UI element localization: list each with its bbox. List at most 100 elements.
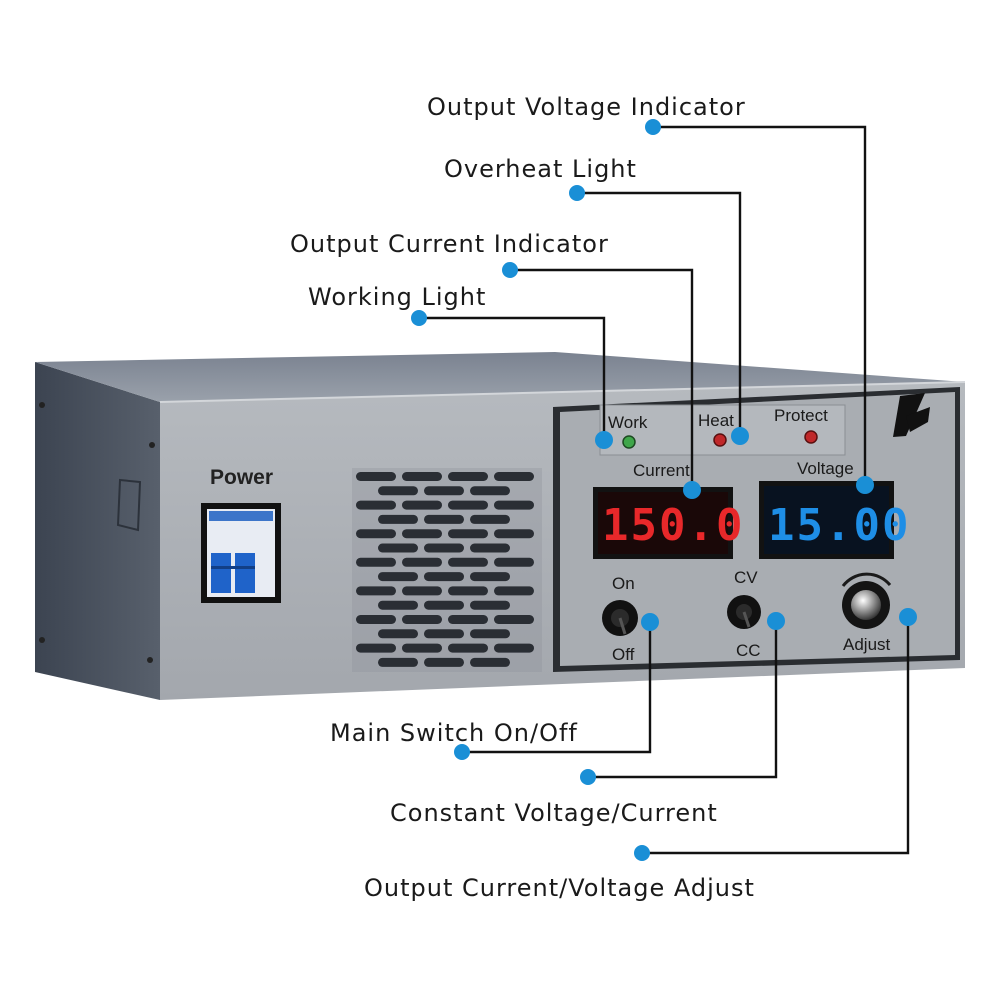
- rotary-knob-icon[interactable]: [841, 572, 892, 629]
- mode-switch-icon[interactable]: [727, 595, 761, 629]
- callout-dot: [580, 769, 596, 785]
- callout-constant-voltage-current: Constant Voltage/Current: [390, 799, 718, 827]
- control-panel: Work Heat Protect Current Voltage 150.0 …: [553, 387, 960, 672]
- vent-slot: [356, 472, 396, 481]
- chassis-side: [35, 362, 160, 700]
- mode-cv-label: CV: [734, 568, 758, 587]
- chassis-top: [35, 352, 965, 402]
- vent-slot: [378, 543, 418, 553]
- vent-slot: [402, 500, 442, 510]
- current-label: Current: [633, 461, 690, 480]
- vent-slot: [402, 529, 442, 539]
- protect-led: [804, 430, 818, 444]
- vent-slot: [448, 615, 488, 624]
- leader-cv-cc: [588, 621, 778, 779]
- vent-slot: [470, 629, 510, 639]
- vent-slot: [378, 657, 418, 667]
- callout-dot: [454, 744, 470, 760]
- callout-dot: [645, 119, 661, 135]
- callout-dot: [634, 845, 650, 861]
- callout-dot: [641, 613, 659, 631]
- vent-slot: [494, 472, 534, 481]
- vent-slot: [494, 557, 534, 567]
- vent-slot: [470, 572, 510, 582]
- work-led: [622, 435, 636, 449]
- vent-slot: [448, 586, 488, 596]
- vent-slot: [378, 600, 418, 610]
- switch-on-label: On: [612, 574, 635, 593]
- vent-slot: [470, 657, 510, 667]
- callout-output-voltage-indicator: Output Voltage Indicator: [427, 93, 746, 121]
- leader-main-switch: [462, 622, 652, 754]
- vent-slot: [494, 529, 534, 539]
- vent-slot: [378, 486, 418, 496]
- vent-slot: [470, 600, 510, 610]
- vent-slot: [402, 557, 442, 567]
- voltage-label: Voltage: [797, 459, 854, 478]
- vent-slot: [424, 572, 464, 582]
- callout-output-adjust: Output Current/Voltage Adjust: [364, 874, 755, 902]
- vent-slot: [378, 629, 418, 639]
- vent-slot: [356, 586, 396, 596]
- work-label: Work: [608, 413, 648, 432]
- vent-slot: [424, 543, 464, 553]
- mode-cc-label: CC: [736, 641, 761, 660]
- vent-slot: [448, 472, 488, 481]
- vent-slot: [424, 486, 464, 496]
- vent-slot: [494, 643, 534, 653]
- callout-dot: [502, 262, 518, 278]
- switch-off-label: Off: [612, 645, 635, 664]
- vent-slot: [424, 629, 464, 639]
- callout-dot: [731, 427, 749, 445]
- callout-dot: [856, 476, 874, 494]
- vent-slot: [470, 486, 510, 496]
- callout-dot: [569, 185, 585, 201]
- leader-lines: [419, 125, 910, 855]
- leader-adjust: [642, 617, 910, 855]
- current-display: 150.0: [593, 487, 744, 559]
- vent-slot: [470, 514, 510, 524]
- vent-slot: [402, 643, 442, 653]
- vent-slot: [448, 557, 488, 567]
- callout-main-switch: Main Switch On/Off: [330, 719, 578, 747]
- leader-overheat: [577, 191, 742, 433]
- callout-dot: [595, 431, 613, 449]
- breaker-switch-icon[interactable]: [201, 503, 281, 603]
- callout-dot: [899, 608, 917, 626]
- vent-slot: [494, 586, 534, 596]
- vent-slot: [356, 529, 396, 539]
- callout-dot: [683, 481, 701, 499]
- leader-output-current: [510, 268, 694, 490]
- vent-slot: [356, 615, 396, 624]
- callout-overheat-light: Overheat Light: [444, 155, 637, 183]
- vent-slot: [448, 529, 488, 539]
- leader-working: [419, 316, 606, 440]
- callout-labels: Output Voltage Indicator Overheat Light …: [290, 93, 755, 902]
- power-label: Power: [210, 466, 273, 489]
- callout-dots: [411, 119, 917, 861]
- current-reading: 150.0: [602, 500, 744, 551]
- toggle-switch-icon[interactable]: [602, 600, 638, 636]
- vent-slot: [402, 615, 442, 624]
- vent-slot: [448, 500, 488, 510]
- heat-led: [713, 433, 727, 447]
- vent-slot: [378, 514, 418, 524]
- vent-slot: [356, 557, 396, 567]
- vent-slot: [356, 500, 396, 510]
- protect-label: Protect: [774, 406, 828, 425]
- vent-slot: [448, 643, 488, 653]
- callout-dot: [767, 612, 785, 630]
- adjust-label: Adjust: [843, 635, 891, 654]
- vent-grille: [352, 468, 542, 672]
- vent-slot: [378, 572, 418, 582]
- voltage-reading: 15.00: [768, 500, 910, 551]
- callout-output-current-indicator: Output Current Indicator: [290, 230, 609, 258]
- leader-output-voltage: [653, 125, 867, 485]
- vent-slot: [424, 600, 464, 610]
- heat-label: Heat: [698, 411, 734, 430]
- vent-slot: [402, 472, 442, 481]
- vent-slot: [424, 514, 464, 524]
- callout-dot: [411, 310, 427, 326]
- callout-working-light: Working Light: [308, 283, 486, 311]
